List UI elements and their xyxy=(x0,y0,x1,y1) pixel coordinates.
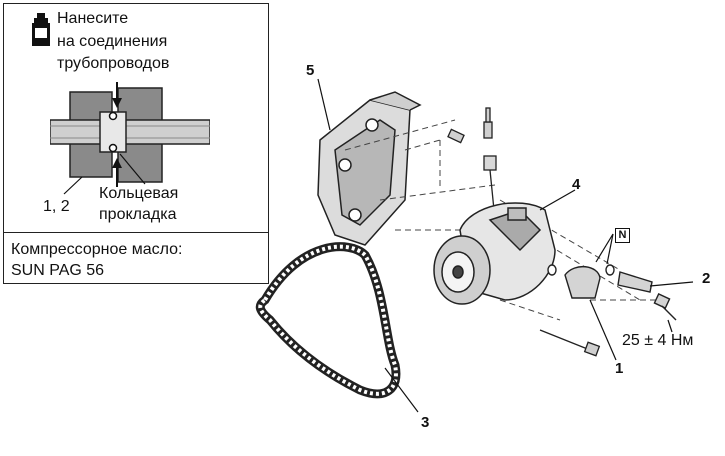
callout-5: 5 xyxy=(306,62,315,79)
inset-instruction-line1: Нанесите xyxy=(57,10,129,27)
callout-1: 1 xyxy=(615,360,624,377)
torque-spec: 25 ± 4 Нм xyxy=(622,332,694,349)
pressure-switch xyxy=(483,155,497,211)
callout-2: 2 xyxy=(702,270,711,287)
inset-parts-label: 1, 2 xyxy=(43,198,70,215)
inset-oil-line2: SUN PAG 56 xyxy=(11,262,105,279)
callout-4: 4 xyxy=(572,176,581,193)
pipe-joint-illustration xyxy=(50,82,210,195)
bracket-bolt xyxy=(447,107,493,144)
new-part-badge: N xyxy=(615,228,630,243)
discharge-fitting xyxy=(617,271,677,321)
compressor xyxy=(433,202,556,305)
inset-frame xyxy=(3,3,269,284)
drive-belt xyxy=(255,242,401,399)
oil-can-icon xyxy=(32,13,50,46)
inset-instruction-line2: на соединения xyxy=(57,33,168,50)
inset-oring-line1: Кольцевая xyxy=(99,185,179,202)
inset-divider xyxy=(3,232,269,233)
leader-lines xyxy=(317,78,694,413)
suction-fitting xyxy=(547,264,615,299)
callout-3: 3 xyxy=(421,414,430,431)
inset-oring-line2: прокладка xyxy=(99,206,177,223)
mounting-bolt xyxy=(539,329,601,357)
inset-oil-line1: Компрессорное масло: xyxy=(11,241,183,258)
inset-instruction-line3: трубопроводов xyxy=(57,55,170,72)
compressor-bracket xyxy=(317,91,422,246)
